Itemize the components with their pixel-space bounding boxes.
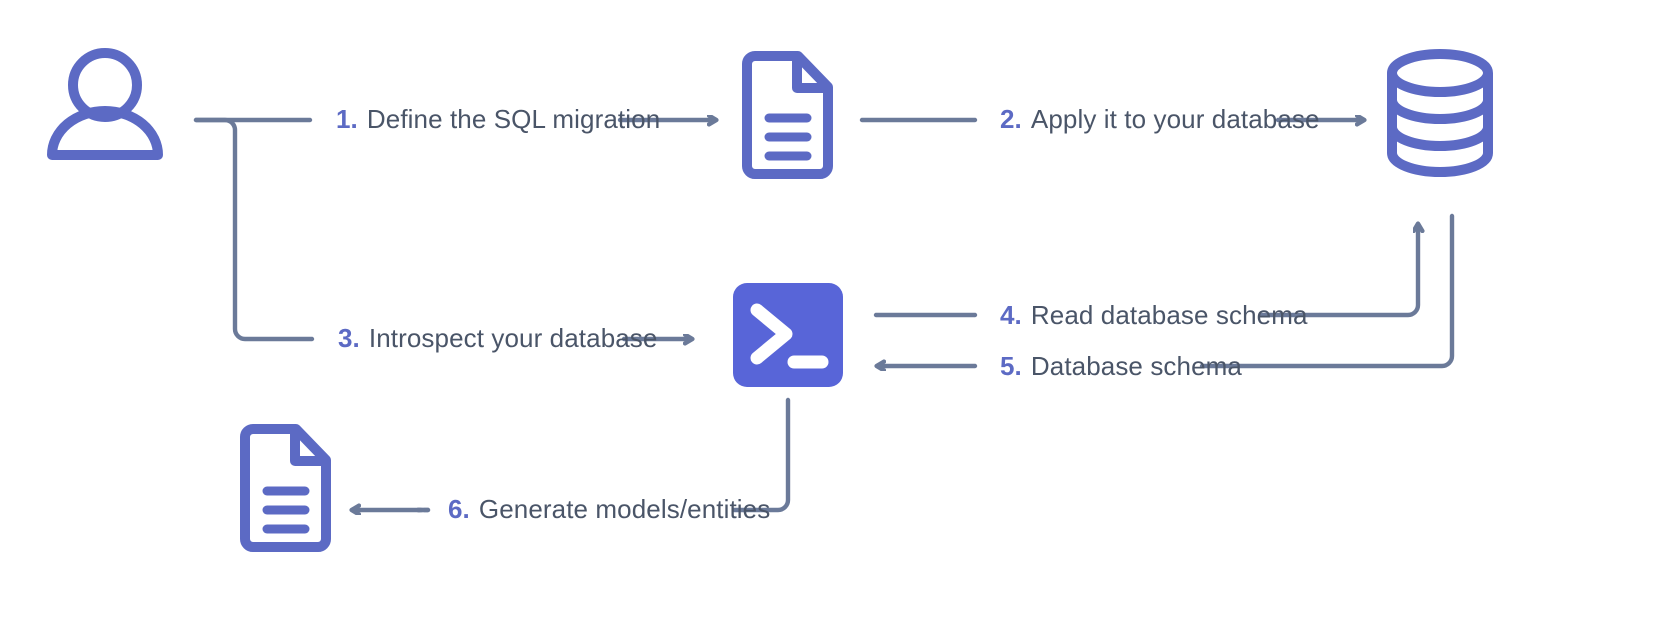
step-label-1: 1. Define the SQL migration [336, 106, 660, 132]
step-label-3: 3. Introspect your database [338, 325, 657, 351]
step-text-6: Generate models/entities [478, 494, 771, 524]
step-label-6: 6. Generate models/entities [448, 496, 770, 522]
step-label-4: 4. Read database schema [1000, 302, 1308, 328]
step-text-3: Introspect your database [368, 323, 658, 353]
step-text-1: Define the SQL migration [366, 104, 661, 134]
step-number-3: 3. [338, 323, 360, 353]
connector-step-6 [352, 397, 791, 510]
step-text-4: Read database schema [1030, 300, 1308, 330]
step-label-5: 5. Database schema [1000, 353, 1242, 379]
connector-step-3 [193, 117, 692, 339]
step-number-2: 2. [1000, 104, 1022, 134]
step-text-2: Apply it to your database [1030, 104, 1320, 134]
step-number-5: 5. [1000, 351, 1022, 381]
terminal-icon [733, 283, 843, 387]
connector-step-5 [877, 213, 1455, 366]
step-label-2: 2. Apply it to your database [1000, 106, 1320, 132]
step-number-1: 1. [336, 104, 358, 134]
document-icon-migration [742, 51, 833, 179]
step-text-5: Database schema [1030, 351, 1242, 381]
user-icon [47, 48, 163, 160]
connector-step-4 [873, 224, 1418, 318]
database-icon [1387, 49, 1493, 177]
step-number-4: 4. [1000, 300, 1022, 330]
document-icon-models [240, 424, 331, 552]
step-number-6: 6. [448, 494, 470, 524]
